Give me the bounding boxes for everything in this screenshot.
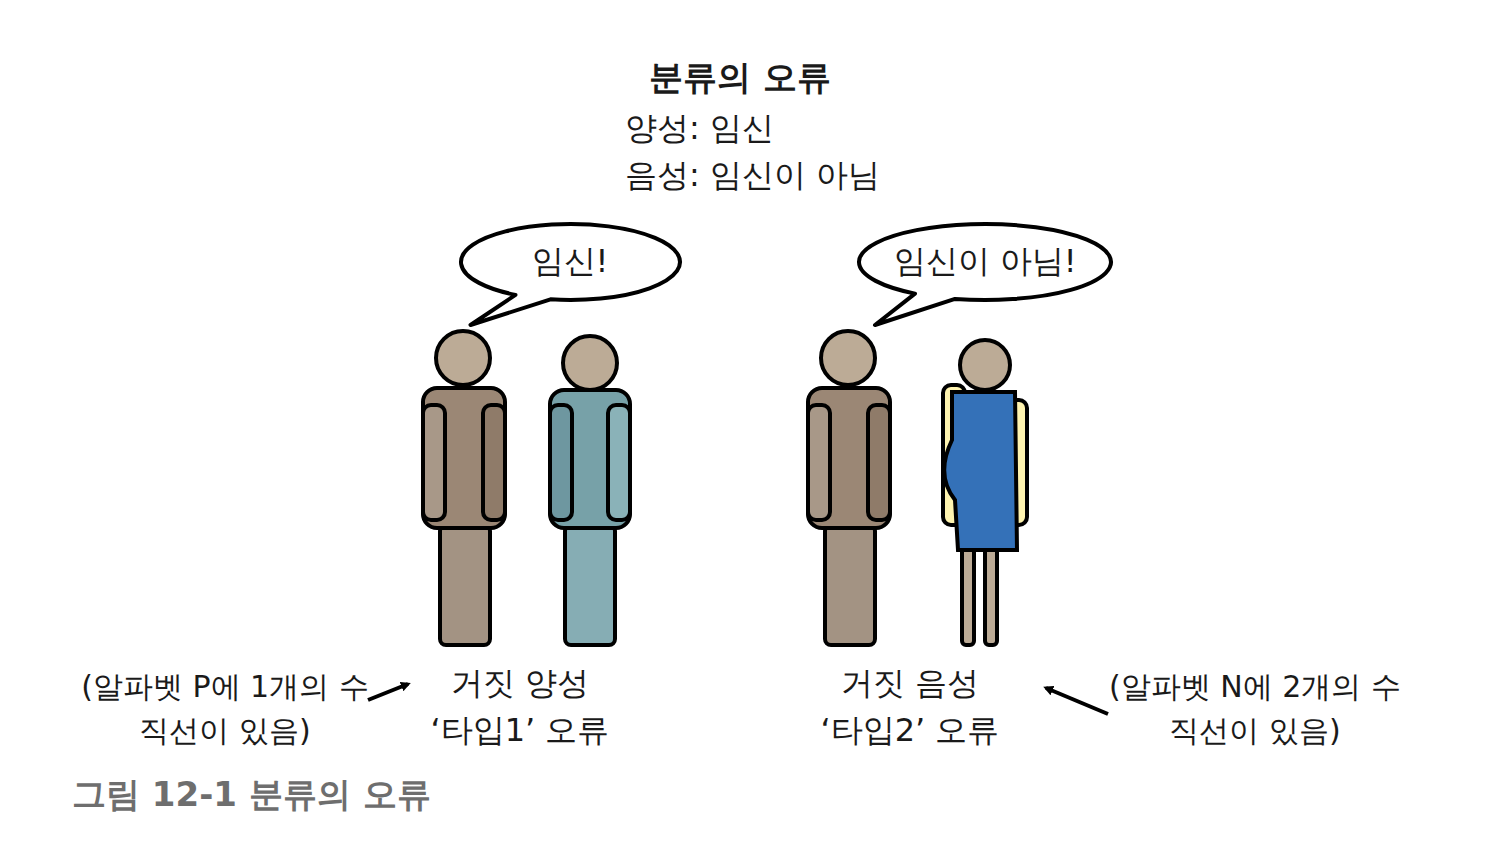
error-label: 거짓 양성 [451, 660, 589, 706]
note: (알파벳 P에 1개의 수직선이 있음) [75, 665, 375, 752]
diagram-title: 분류의 오류 [649, 55, 831, 101]
leader-arrow [1046, 688, 1108, 714]
error-type: ‘타입2’ 오류 [821, 707, 1000, 753]
figure-caption: 그림 12-1 분류의 오류 [72, 772, 431, 818]
pregnant-woman-figure [943, 340, 1027, 645]
error-label: 거짓 음성 [841, 660, 979, 706]
speech-bubble: 임신! [458, 221, 683, 303]
speech-bubble: 임신이 아님! [856, 221, 1114, 303]
error-type: ‘타입1’ 오류 [431, 707, 610, 753]
legend-note: 음성: 임신이 아님 [625, 152, 880, 198]
leader-arrow [368, 684, 408, 700]
bubble-text: 임신이 아님! [856, 240, 1114, 284]
man-figure [423, 331, 505, 645]
note: (알파벳 N에 2개의 수직선이 있음) [1105, 665, 1405, 752]
legend-note: 양성: 임신 [625, 105, 774, 151]
man-figure [808, 331, 890, 645]
bubble-text: 임신! [458, 240, 683, 284]
patient-figure [550, 336, 630, 645]
